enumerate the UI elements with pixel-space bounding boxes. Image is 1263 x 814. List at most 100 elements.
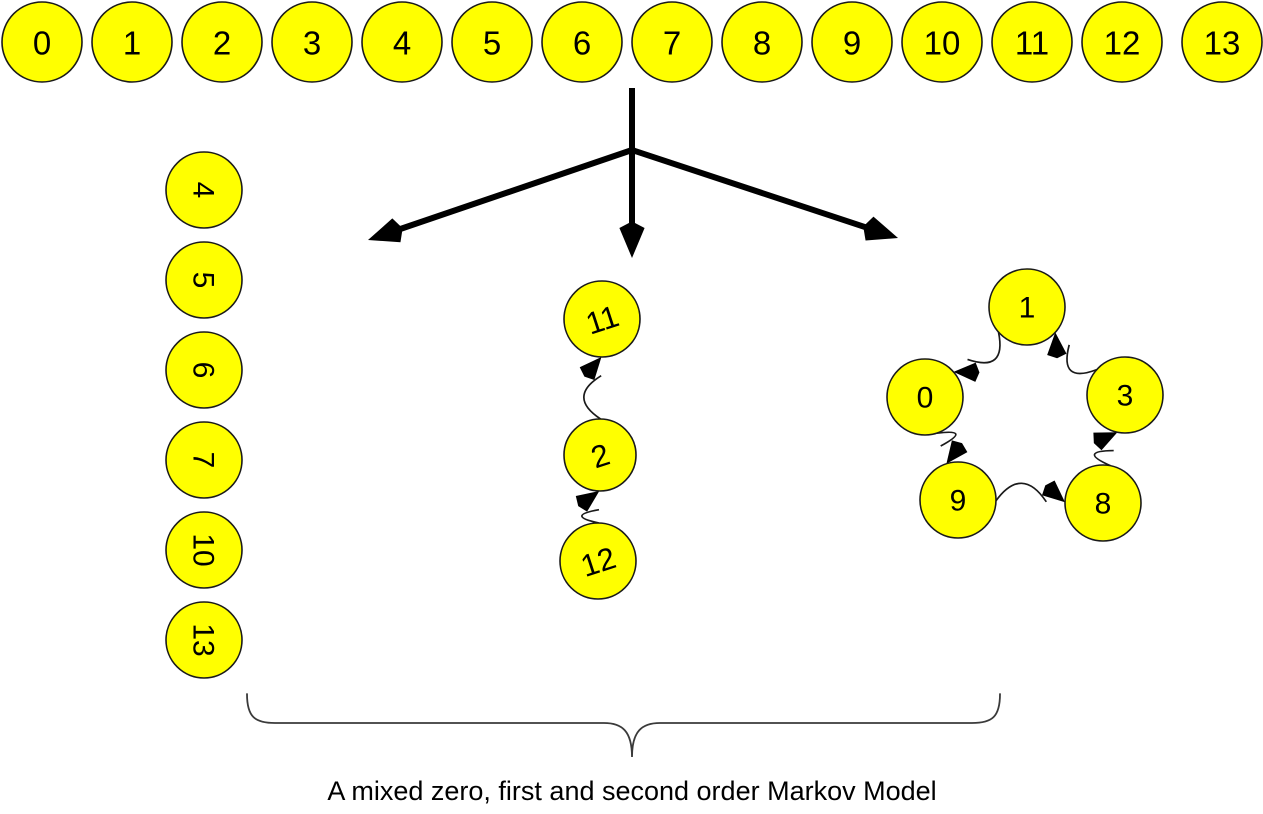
node-label: 13	[187, 623, 220, 656]
node-circle	[165, 241, 243, 319]
zero-order-group: 4 5 6 7 10 13	[165, 151, 243, 679]
chain-edge-2-11-arrowhead	[579, 356, 602, 380]
node-circle	[631, 1, 713, 83]
node-label: 3	[303, 25, 321, 62]
figure-caption: A mixed zero, first and second order Mar…	[327, 776, 936, 806]
node-label: 9	[950, 485, 967, 518]
node-circle	[563, 418, 637, 492]
node-circle	[1181, 1, 1263, 83]
cycle-edge-9-8-line	[995, 482, 1048, 503]
cycle-edge-8-3-line	[1093, 449, 1114, 467]
cycle-edge-1-0-arrowhead	[953, 362, 980, 382]
state-node-6[interactable]: 6	[541, 1, 623, 83]
state-node-2[interactable]: 2	[181, 1, 263, 83]
second-order-node-9[interactable]: 9	[919, 461, 997, 539]
node-circle	[181, 1, 263, 83]
first-order-group: 11 2 12	[559, 280, 641, 600]
node-label: 2	[213, 25, 231, 62]
cycle-edge-1-0-line	[967, 331, 1001, 364]
second-order-node-3[interactable]: 3	[1086, 356, 1164, 434]
second-order-edges	[936, 331, 1118, 503]
node-label: 4	[393, 25, 411, 62]
state-node-7[interactable]: 7	[631, 1, 713, 83]
second-order-group: 1 3 8 9 0	[886, 268, 1164, 542]
node-circle	[165, 331, 243, 409]
node-label: 8	[753, 25, 771, 62]
node-circle	[1064, 464, 1142, 542]
state-node-13[interactable]: 13	[1181, 1, 1263, 83]
chain-edge-12-2-line	[580, 508, 600, 524]
state-node-8[interactable]: 8	[721, 1, 803, 83]
second-order-node-1[interactable]: 1	[988, 268, 1066, 346]
fork-arrowhead-right	[863, 216, 898, 241]
first-order-edges	[575, 356, 602, 524]
three-way-fork	[368, 88, 898, 258]
state-node-1[interactable]: 1	[91, 1, 173, 83]
node-label: 11	[1015, 25, 1049, 62]
brace-path	[246, 693, 1001, 758]
zero-order-node-5[interactable]: 5	[165, 241, 243, 319]
node-label: 1	[123, 25, 141, 62]
chain-edge-2-11-line	[583, 374, 602, 420]
cycle-edge-8-3-arrowhead	[1093, 432, 1118, 451]
node-label: 0	[917, 382, 934, 415]
node-circle	[886, 358, 964, 436]
node-circle	[988, 268, 1066, 346]
zero-order-node-6[interactable]: 6	[165, 331, 243, 409]
zero-order-node-10[interactable]: 10	[165, 511, 243, 589]
node-label: 6	[573, 25, 591, 62]
fork-arrowhead-down	[619, 221, 645, 258]
node-label: 4	[187, 182, 220, 199]
state-node-9[interactable]: 9	[811, 1, 893, 83]
second-order-node-0[interactable]: 0	[886, 358, 964, 436]
fork-branch-right	[631, 147, 875, 233]
node-circle	[165, 511, 243, 589]
node-label: 5	[187, 272, 220, 289]
node-label: 10	[924, 25, 961, 62]
node-circle	[991, 1, 1073, 83]
second-order-node-8[interactable]: 8	[1064, 464, 1142, 542]
node-label: 6	[187, 362, 220, 379]
node-label: 8	[1095, 488, 1112, 521]
state-node-11[interactable]: 11	[991, 1, 1073, 83]
state-node-0[interactable]: 0	[1, 1, 83, 83]
node-circle	[165, 601, 243, 679]
fork-arrowhead-left	[368, 218, 403, 243]
node-circle	[451, 1, 533, 83]
state-node-3[interactable]: 3	[271, 1, 353, 83]
first-order-node-2[interactable]: 2	[563, 418, 637, 492]
state-node-4[interactable]: 4	[361, 1, 443, 83]
cycle-edge-0-9-line	[936, 431, 957, 447]
node-label: 5	[483, 25, 501, 62]
first-order-node-12[interactable]: 12	[559, 522, 637, 600]
cycle-edge-3-1-line	[1066, 344, 1098, 375]
grouping-brace	[246, 693, 1001, 758]
node-circle	[165, 151, 243, 229]
state-node-10[interactable]: 10	[901, 1, 983, 83]
node-circle	[563, 280, 641, 358]
cycle-edge-9-8-arrowhead	[1041, 480, 1066, 503]
node-circle	[811, 1, 893, 83]
node-label: 12	[1104, 25, 1141, 62]
zero-order-node-7[interactable]: 7	[165, 421, 243, 499]
state-node-12[interactable]: 12	[1081, 1, 1163, 83]
node-circle	[165, 421, 243, 499]
node-label: 0	[33, 25, 51, 62]
zero-order-node-4[interactable]: 4	[165, 151, 243, 229]
node-circle	[91, 1, 173, 83]
chain-edge-12-2-arrowhead	[575, 490, 600, 512]
first-order-node-11[interactable]: 11	[563, 280, 641, 358]
node-circle	[901, 1, 983, 83]
node-circle	[721, 1, 803, 83]
node-label: 3	[1117, 380, 1134, 413]
node-circle	[559, 522, 637, 600]
node-label: 13	[1204, 25, 1241, 62]
zero-order-node-13[interactable]: 13	[165, 601, 243, 679]
node-circle	[271, 1, 353, 83]
node-circle	[541, 1, 623, 83]
state-node-5[interactable]: 5	[451, 1, 533, 83]
node-label: 9	[843, 25, 861, 62]
